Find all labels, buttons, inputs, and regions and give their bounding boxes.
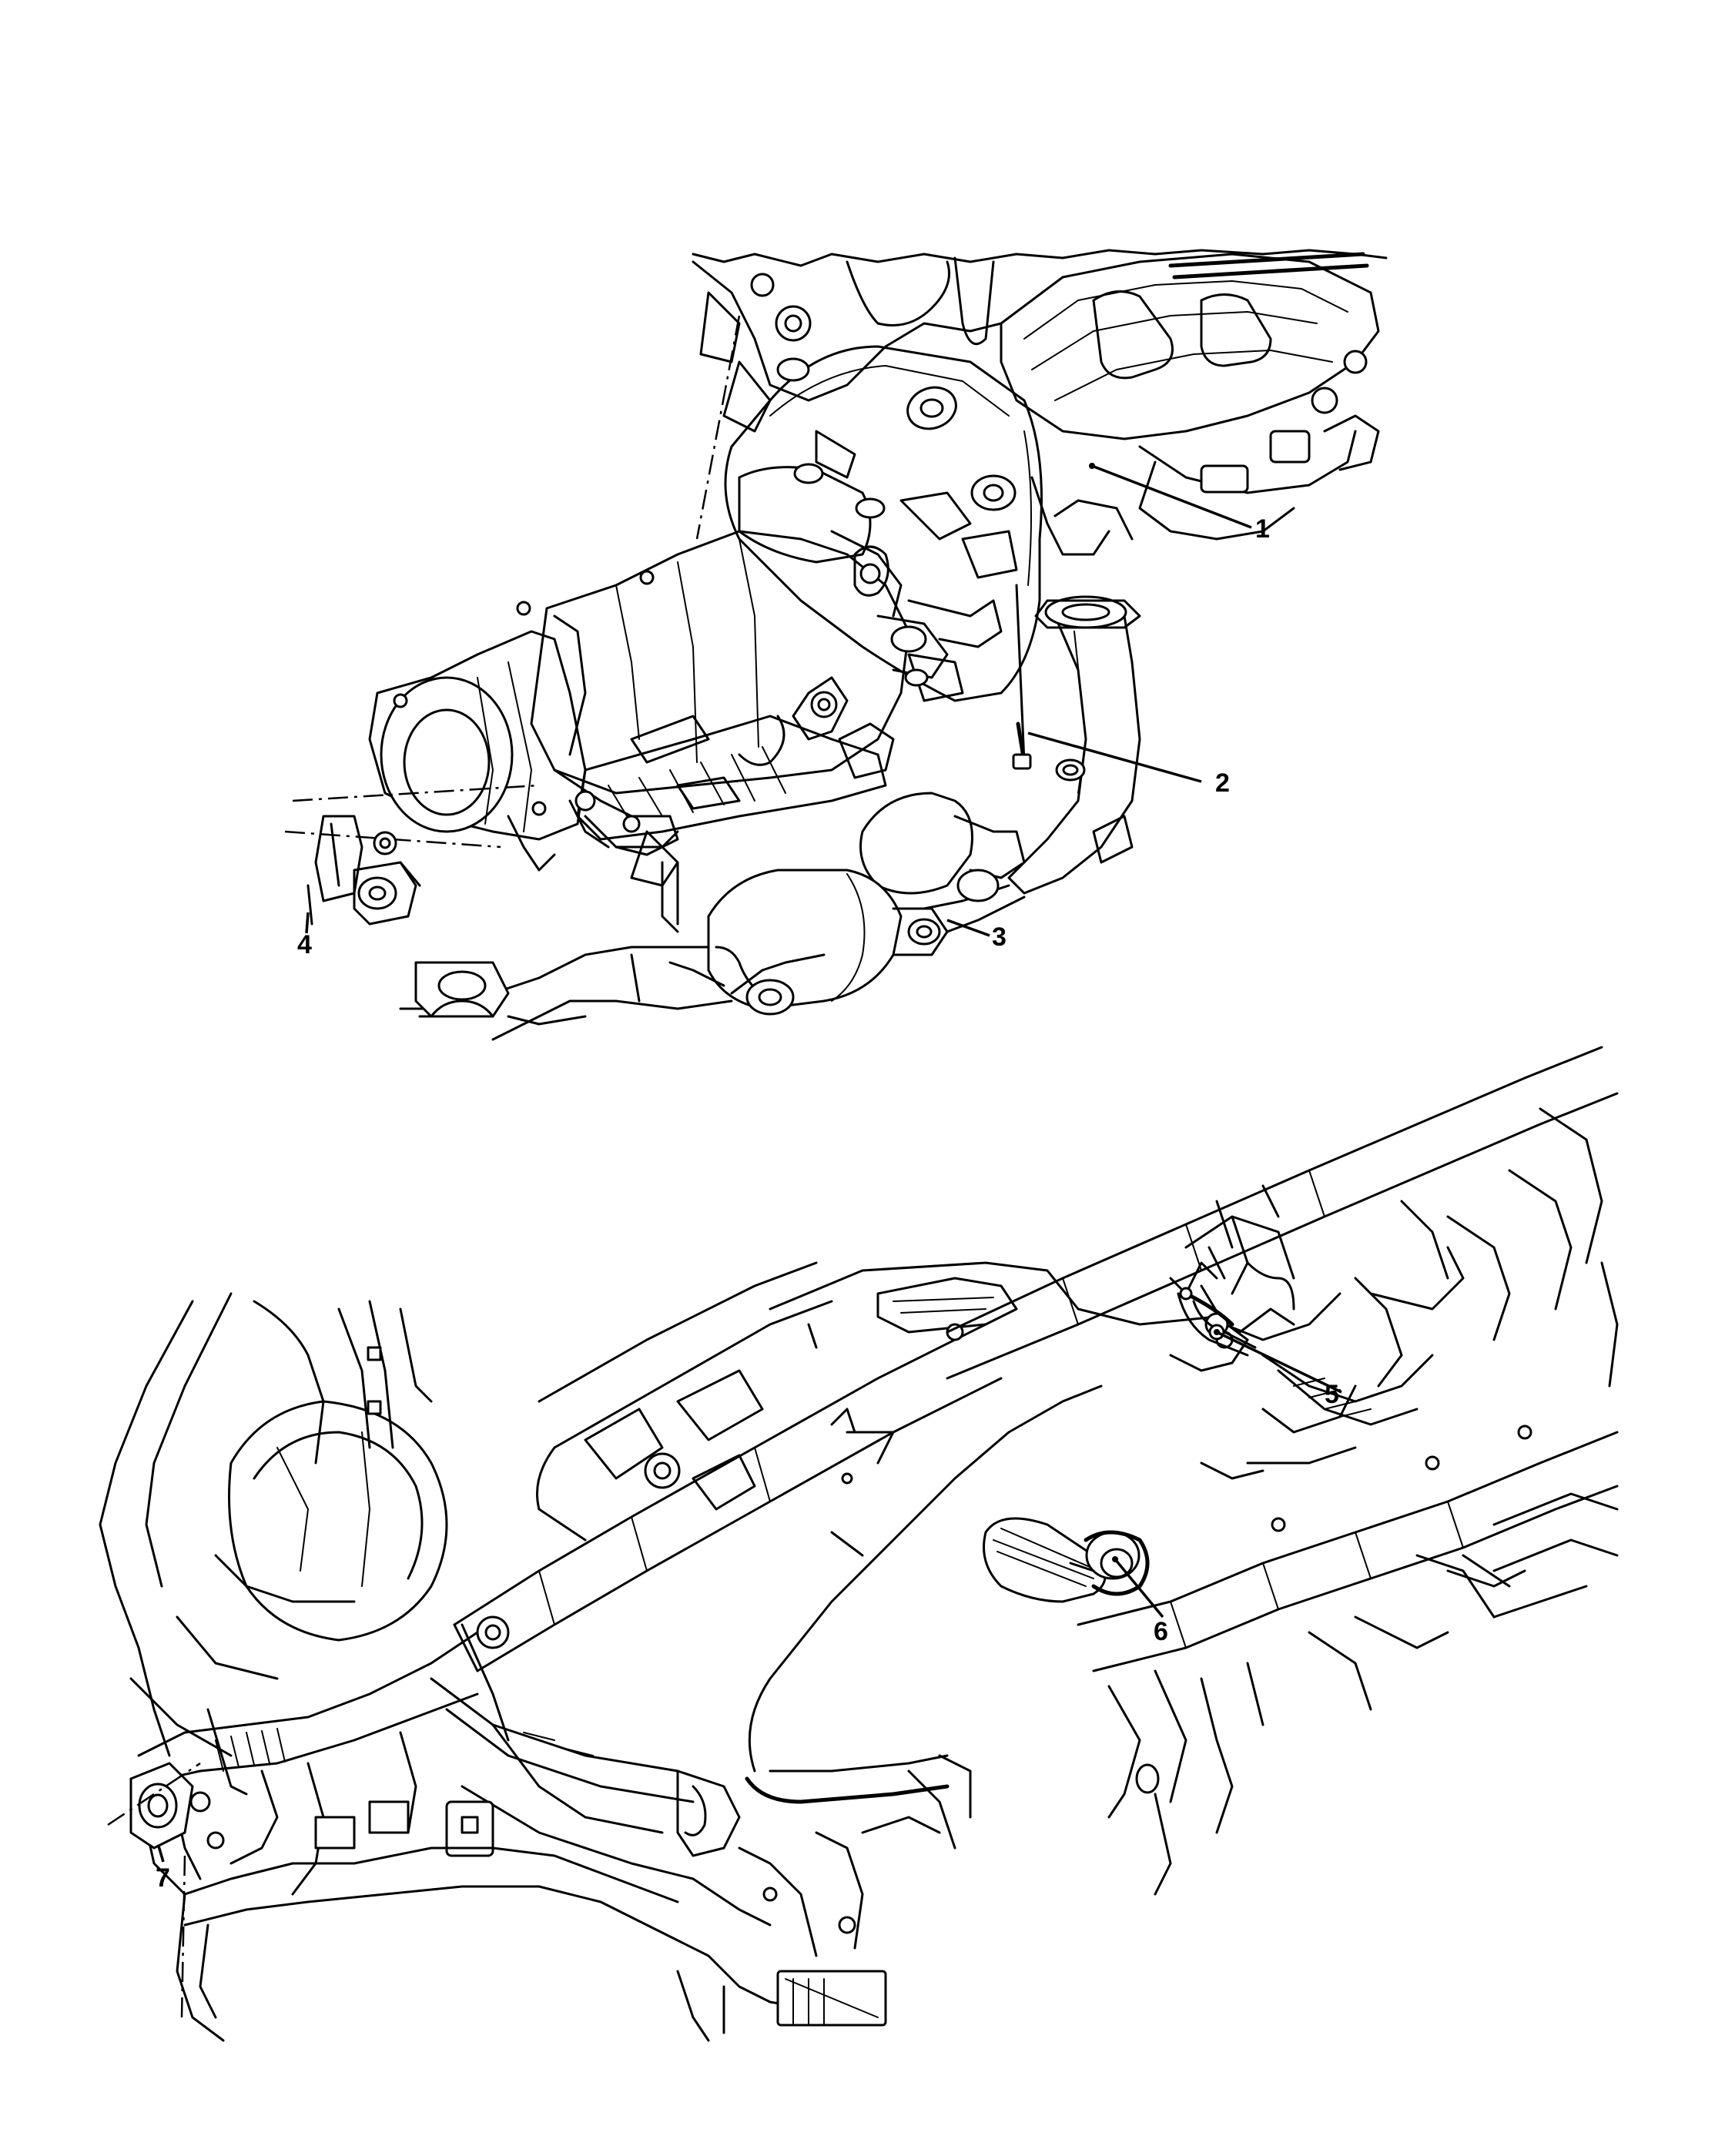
callout-3[interactable]: 3 (992, 922, 1007, 952)
front-mount-bracket (107, 1762, 201, 2018)
left-wheel-well (99, 1292, 448, 1757)
transmission-mount (306, 815, 421, 926)
callout-5[interactable]: 5 (1325, 1380, 1339, 1409)
leader-5 (1216, 1331, 1342, 1394)
transmission (530, 463, 1003, 795)
leader-2 (1027, 732, 1202, 783)
leader-6 (1114, 1558, 1164, 1619)
rear-frame-end (1154, 1492, 1619, 1896)
transmission-pan (576, 715, 887, 849)
leader-3 (946, 919, 990, 937)
bell-housing (724, 345, 1043, 702)
callout-1[interactable]: 1 (1255, 514, 1270, 544)
transmission-extension (368, 570, 655, 841)
callout-6[interactable]: 6 (1154, 1617, 1168, 1646)
front-lower-frame (176, 1754, 972, 2042)
rear-suspension-area (1169, 1107, 1619, 1619)
engine-block (692, 249, 1388, 541)
callout-2[interactable]: 2 (1215, 768, 1230, 798)
exhaust-y-pipe (923, 476, 1141, 933)
leader-4 (305, 912, 310, 934)
rear-crossmember (1169, 1184, 1295, 1349)
engine-transmission-view (284, 249, 1388, 1041)
leader-1 (1091, 464, 1252, 529)
callout-4[interactable]: 4 (297, 930, 312, 959)
catalytic-converters (399, 792, 1026, 1041)
exhaust-pipe-rear (1177, 1287, 1295, 1357)
left-frame-rail (430, 1261, 1003, 1880)
underbody-frame-view (99, 1046, 1619, 2042)
exhaust-hanger-heat-shield (983, 1517, 1150, 1603)
front-crossmember (129, 1623, 510, 1896)
center-floor-pan (676, 1261, 1249, 1857)
right-frame-rail (946, 1046, 1619, 1819)
callout-7[interactable]: 7 (156, 1863, 170, 1893)
